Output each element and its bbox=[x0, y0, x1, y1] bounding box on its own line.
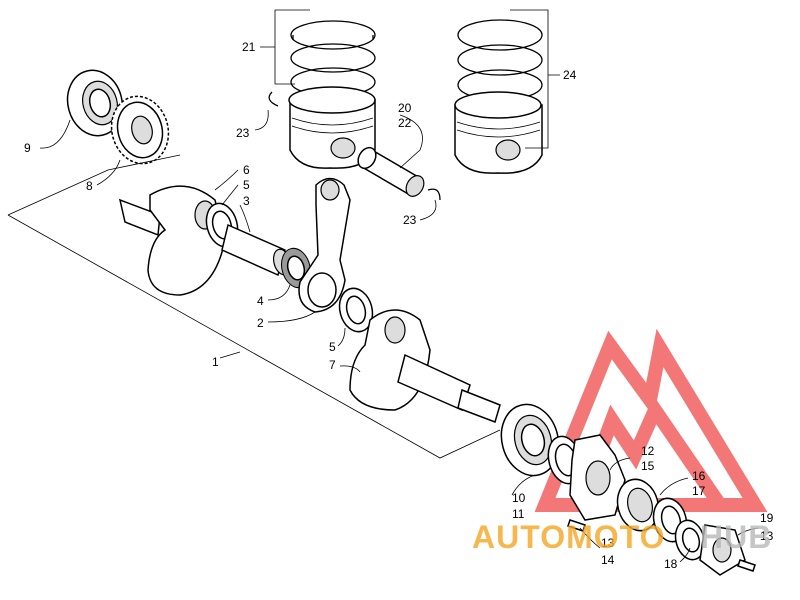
callout-5-top: 5 bbox=[243, 178, 250, 192]
circlip-23-right bbox=[427, 188, 441, 201]
callout-23-left: 23 bbox=[236, 126, 250, 140]
callout-14: 14 bbox=[601, 553, 615, 567]
callout-13-right: 13 bbox=[760, 529, 774, 543]
callout-11: 11 bbox=[512, 507, 525, 521]
callout-2: 2 bbox=[257, 316, 264, 330]
oil-seal-18 bbox=[674, 519, 706, 561]
callout-24: 24 bbox=[563, 68, 577, 82]
bearing-16 bbox=[616, 478, 660, 532]
watermark-text-left: AUTOMOTO bbox=[472, 519, 665, 555]
callout-9: 9 bbox=[24, 141, 31, 155]
callout-21: 21 bbox=[242, 40, 256, 54]
bearing-9 bbox=[66, 69, 124, 137]
callout-17: 17 bbox=[692, 484, 706, 498]
callout-20: 20 bbox=[398, 101, 412, 115]
crankshaft-left bbox=[118, 185, 226, 296]
piston-pin bbox=[357, 146, 425, 197]
callout-8: 8 bbox=[86, 179, 93, 193]
watermark: AUTOMOTO HUB bbox=[472, 519, 772, 555]
piston-rings-21 bbox=[290, 20, 376, 97]
callout-10: 10 bbox=[512, 491, 526, 505]
callout-15: 15 bbox=[641, 459, 655, 473]
callout-5-bottom: 5 bbox=[329, 340, 336, 354]
callout-13-left: 13 bbox=[601, 536, 615, 550]
callout-4: 4 bbox=[257, 294, 264, 308]
callout-labels: 21 24 20 22 23 23 9 8 6 5 3 4 2 5 7 1 12… bbox=[24, 40, 774, 571]
cover-plate-19 bbox=[699, 524, 746, 576]
callout-16: 16 bbox=[692, 469, 706, 483]
callout-18: 18 bbox=[664, 557, 678, 571]
callout-1: 1 bbox=[212, 355, 219, 369]
circlip-23-left bbox=[268, 91, 279, 107]
piston-left bbox=[288, 86, 376, 169]
piston-rings-24 bbox=[457, 19, 543, 101]
callout-6: 6 bbox=[243, 163, 250, 177]
gear-8 bbox=[110, 95, 170, 165]
leader-lines bbox=[7, 9, 759, 563]
main-bearing-10 bbox=[500, 403, 560, 477]
bearing-plate bbox=[569, 434, 626, 521]
piston-right bbox=[454, 91, 543, 174]
watermark-text-right: HUB bbox=[700, 519, 772, 555]
crankshaft-right bbox=[349, 309, 501, 423]
callout-19: 19 bbox=[760, 511, 774, 525]
washer-5 bbox=[338, 287, 374, 333]
callout-22: 22 bbox=[398, 116, 412, 130]
callout-3: 3 bbox=[243, 194, 250, 208]
bolt-13-right bbox=[737, 559, 756, 572]
callout-12: 12 bbox=[641, 444, 655, 458]
callout-7: 7 bbox=[329, 358, 336, 372]
connecting-rod bbox=[298, 177, 351, 313]
callout-23-right: 23 bbox=[403, 213, 417, 227]
